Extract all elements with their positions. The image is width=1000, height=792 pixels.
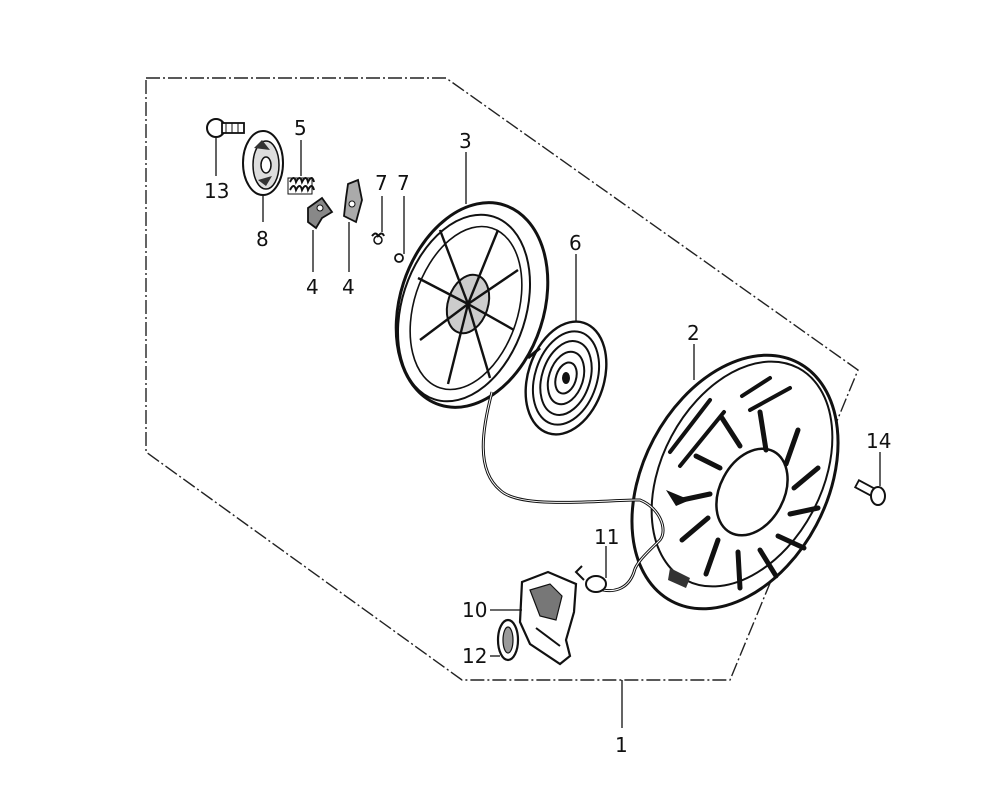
part-10-starter-grip — [518, 570, 578, 666]
part-11-knob-cover — [574, 565, 607, 593]
part-4-ratchet-left — [307, 196, 334, 230]
callout-5: 5 — [294, 116, 307, 140]
part-5-ratchet-spring — [287, 177, 315, 195]
part-13-flange-bolt — [206, 118, 245, 138]
callout-7a: 7 — [375, 171, 388, 195]
callout-12: 12 — [462, 644, 487, 668]
callout-10: 10 — [462, 598, 487, 622]
assembly-boundary — [145, 77, 859, 681]
part-7-friction-spring-a — [371, 232, 385, 245]
part-12-knob — [496, 618, 520, 662]
part-8-ratchet-guide — [242, 130, 284, 196]
callout-4b: 4 — [342, 275, 355, 299]
leader-lines — [215, 138, 881, 728]
part-14-flange-bolt — [853, 479, 886, 506]
part-6-recoil-spring — [524, 320, 608, 436]
part-4-ratchet-right — [343, 178, 363, 224]
part-3-starter-reel — [394, 201, 550, 409]
callouts: 13 8 5 4 4 7 7 3 6 2 14 11 10 12 1 — [204, 116, 891, 757]
callout-14: 14 — [866, 429, 891, 453]
part-7-friction-spring-b — [394, 253, 404, 263]
callout-4a: 4 — [306, 275, 319, 299]
callout-3: 3 — [459, 129, 472, 153]
callout-7b: 7 — [397, 171, 410, 195]
callout-6: 6 — [569, 231, 582, 255]
callout-8: 8 — [256, 227, 269, 251]
part-2-starter-case — [630, 353, 840, 611]
callout-11: 11 — [594, 525, 619, 549]
callout-1: 1 — [615, 733, 628, 757]
callout-13: 13 — [204, 179, 229, 203]
callout-2: 2 — [687, 321, 700, 345]
